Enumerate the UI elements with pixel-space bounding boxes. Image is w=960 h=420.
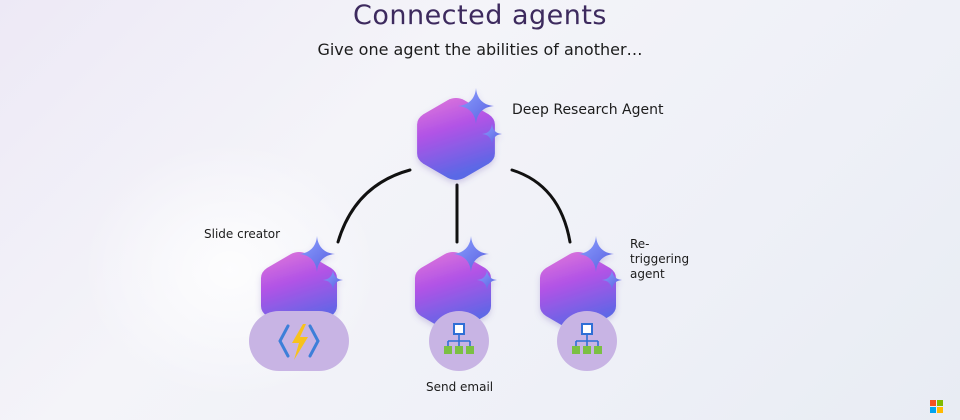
page-title: Connected agents (352, 0, 608, 31)
azure-functions-icon (278, 324, 320, 360)
logic-apps-tool-center (429, 311, 489, 371)
azure-functions-tool (249, 311, 349, 371)
microsoft-logo-icon (930, 400, 944, 414)
slide-creator-label: Slide creator (204, 227, 281, 241)
logic-apps-icon (444, 323, 474, 354)
connectors (336, 168, 572, 244)
logic-apps-icon (572, 323, 602, 354)
retriggering-agent-label: Re- triggering agent (630, 237, 690, 281)
root-agent-label: Deep Research Agent (512, 102, 664, 118)
logic-apps-tool-right (557, 311, 617, 371)
page-subtitle: Give one agent the abilities of another… (317, 40, 643, 59)
connector-right (510, 168, 572, 244)
send-email-label: Send email (426, 380, 494, 394)
connector-left (336, 168, 412, 244)
root-agent-icon (417, 88, 502, 180)
